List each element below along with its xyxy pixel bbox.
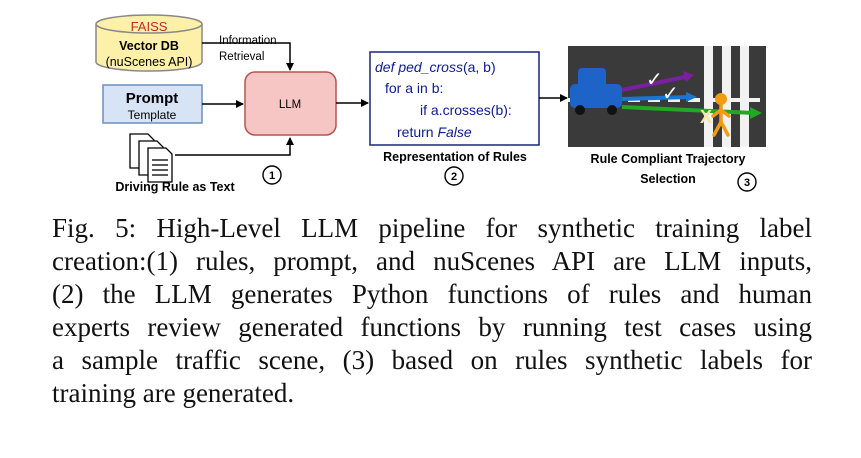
trajectory-blue	[621, 95, 691, 101]
scene-caption-line-2: Selection	[640, 172, 696, 186]
code-line-1: def ped_cross(a, b)	[375, 59, 496, 75]
step-badge-1: 1	[262, 165, 282, 185]
code-line-4: return False	[397, 124, 472, 140]
step-badge-2: 2	[444, 166, 464, 186]
retrieval-label: Retrieval	[219, 51, 264, 63]
llm-box: LLM	[244, 71, 337, 136]
step-badge-3: 3	[737, 172, 757, 192]
code-box: def ped_cross(a, b) for a in b: if a.cro…	[369, 51, 540, 146]
pipeline-diagram: FAISS Vector DB (nuScenes API) Informati…	[95, 14, 766, 194]
template-label: Template	[128, 108, 177, 122]
car-icon	[570, 68, 622, 115]
prompt-template-box: Prompt Template	[102, 84, 203, 124]
documents-icon	[129, 133, 173, 183]
code-line-3: if a.crosses(b):	[420, 102, 512, 118]
caption-line: experts review generated functions by ru…	[52, 312, 812, 342]
llm-label: LLM	[279, 99, 301, 111]
vector-db-label: Vector DB	[119, 39, 179, 53]
pedestrian-icon	[711, 93, 731, 137]
caption-line: (2) the LLM generates Python functions o…	[52, 279, 812, 309]
svg-text:1: 1	[269, 170, 275, 182]
caption-line: Fig. 5: High-Level LLM pipeline for synt…	[52, 213, 812, 243]
nuscenes-api-label: (nuScenes API)	[106, 55, 193, 69]
information-label: Information	[219, 35, 277, 47]
check-mark-icon: ✓	[662, 81, 679, 105]
figure-caption: Fig. 5: High-Level LLM pipeline for synt…	[52, 212, 812, 410]
vector-db-cylinder: FAISS Vector DB (nuScenes API)	[95, 14, 203, 72]
code-line-2: for a in b:	[385, 80, 443, 96]
check-mark-icon: ✓	[646, 67, 663, 91]
scene-caption-line-1: Rule Compliant Trajectory	[591, 152, 746, 166]
cross-mark-icon: X	[700, 107, 712, 127]
traffic-scene: ✓ ✓ X	[568, 46, 766, 147]
faiss-label: FAISS	[131, 19, 168, 34]
retrieval-arrow	[202, 42, 294, 71]
svg-text:2: 2	[451, 171, 457, 183]
caption-line: creation:(1) rules, prompt, and nuScenes…	[52, 246, 812, 276]
driving-rule-label: Driving Rule as Text	[115, 180, 235, 194]
rules-to-llm-arrow	[175, 137, 294, 156]
trajectory-green	[621, 105, 756, 115]
caption-line: training are generated.	[52, 378, 295, 408]
rules-caption: Representation of Rules	[383, 150, 527, 164]
trajectory-purple	[621, 74, 691, 92]
prompt-label: Prompt	[126, 90, 179, 107]
caption-line: a sample traffic scene, (3) based on rul…	[52, 345, 812, 375]
svg-text:3: 3	[744, 177, 750, 189]
